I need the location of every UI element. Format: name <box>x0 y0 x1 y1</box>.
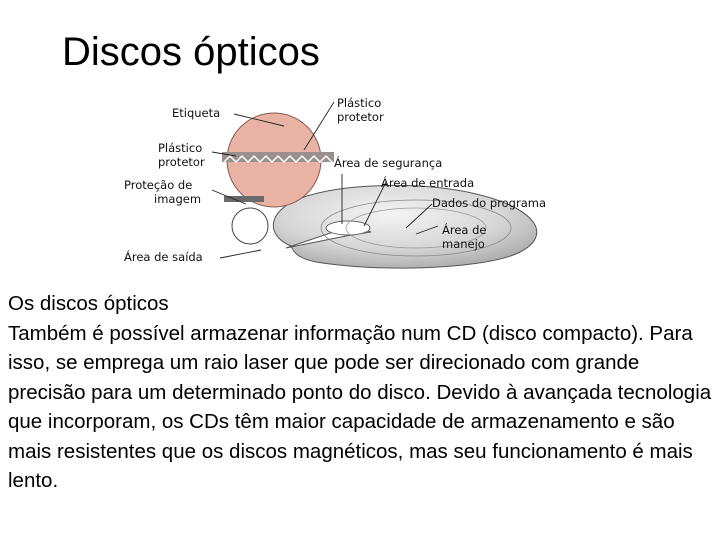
label-plastico-protetor-left-1: Plástico <box>158 141 202 155</box>
label-area-seguranca: Área de segurança <box>334 155 442 170</box>
label-area-saida: Área de saída <box>124 249 203 264</box>
label-plastico-protetor-top-2: protetor <box>337 110 384 124</box>
leader-lines <box>211 101 439 259</box>
label-protecao-imagem-2: imagem <box>154 192 201 206</box>
label-area-manejo-2: manejo <box>442 237 485 251</box>
label-plastico-protetor-left-2: protetor <box>158 155 205 169</box>
body-heading: Os discos ópticos <box>8 292 169 315</box>
body-text-block: Os discos ópticos Também é possível arma… <box>8 289 716 496</box>
disc-track <box>345 207 487 249</box>
disc-layers-illustration: Etiqueta Plástico protetor Plástico prot… <box>124 96 546 269</box>
disc-track <box>320 199 512 257</box>
body-paragraph: Também é possível armazenar informação n… <box>8 321 712 493</box>
optical-disc-diagram: Etiqueta Plástico protetor Plástico prot… <box>116 86 578 276</box>
label-protecao-imagem-1: Proteção de <box>124 178 192 192</box>
slide-title: Discos ópticos <box>62 30 320 74</box>
label-dados-programa: Dados do programa <box>432 196 546 210</box>
label-etiqueta: Etiqueta <box>172 106 220 120</box>
label-plastico-protetor-top-1: Plástico <box>337 96 381 110</box>
label-area-entrada: Área de entrada <box>381 175 474 190</box>
image-protection-layer <box>224 196 264 202</box>
protective-plastic-teeth <box>223 154 333 164</box>
disc-center-hole <box>325 220 371 236</box>
label-area-manejo-1: Área de <box>442 222 487 237</box>
disc-hole-outline <box>231 207 269 245</box>
